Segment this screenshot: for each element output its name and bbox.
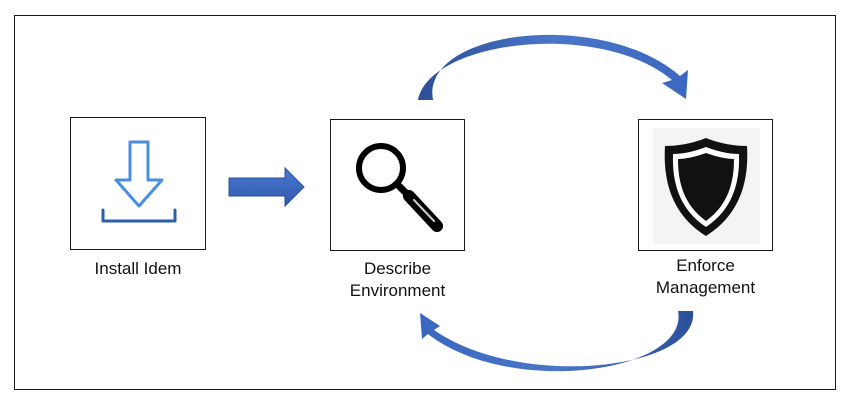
enforce-label-line1: Enforce xyxy=(676,256,735,275)
curved-arrow-bottom xyxy=(420,311,694,372)
enforce-label: Enforce Management xyxy=(620,255,791,299)
download-icon xyxy=(101,140,177,223)
install-label: Install Idem xyxy=(94,259,182,278)
install-card xyxy=(70,117,206,250)
flow-arrow-right xyxy=(228,166,305,208)
diagram-frame xyxy=(14,15,836,390)
curved-arrow-top xyxy=(418,34,688,101)
describe-label-line2: Environment xyxy=(349,281,446,300)
describe-card xyxy=(330,119,465,251)
describe-label-line1: Describe xyxy=(363,259,432,278)
enforce-card xyxy=(638,119,773,251)
magnifier-icon xyxy=(356,143,443,232)
shield-icon xyxy=(653,128,760,244)
enforce-label-line2: Management xyxy=(655,278,756,297)
describe-label: Describe Environment xyxy=(320,258,475,302)
